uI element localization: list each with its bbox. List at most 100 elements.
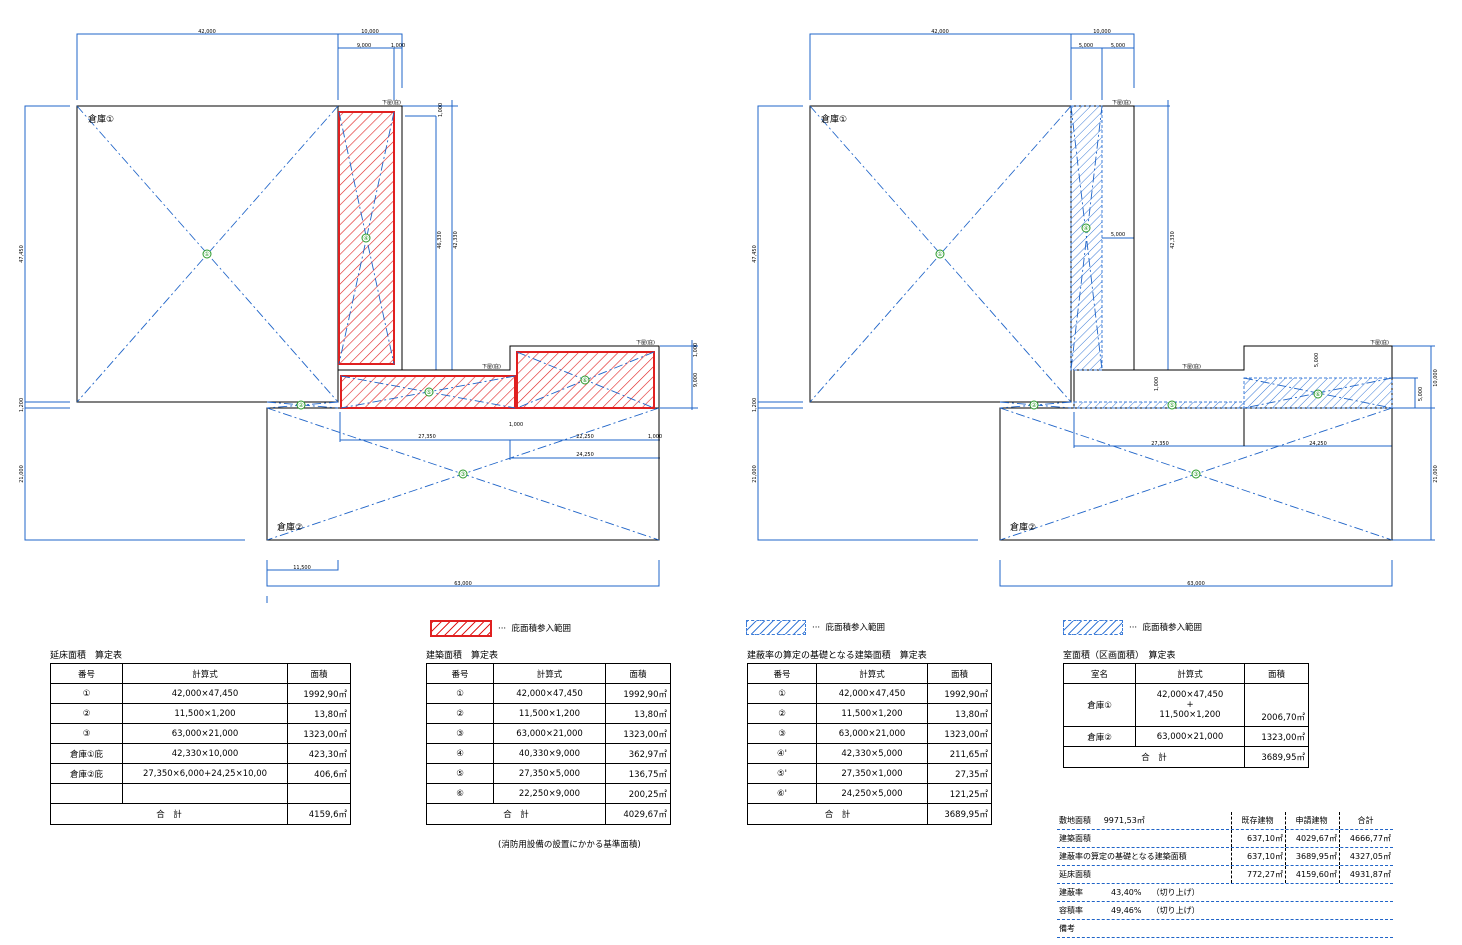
dim-text: 1,000	[1154, 377, 1160, 391]
node-label-6: ⑥	[582, 377, 587, 384]
site-summary-table: 敷地面積 9971,53㎡ 既存建物 申請建物 合計 建築面積 637,10㎡ …	[1057, 812, 1393, 938]
table-header: 番号	[747, 663, 817, 684]
site-area-value: 9971,53㎡	[1103, 816, 1145, 825]
remarks-row: 備考	[1057, 920, 1393, 938]
dim-text: 10,000	[1093, 29, 1111, 35]
legend-red: ··· 庇面積参入範囲	[430, 620, 571, 637]
room-area-table: 室名計算式面積 倉庫① 42,000×47,450+11,500×1,200 2…	[1063, 663, 1309, 768]
table-header: 番号	[426, 663, 494, 684]
eave-label: 下屋(庇)	[382, 99, 401, 106]
dim-text: 42,330	[453, 231, 459, 249]
node-1	[935, 249, 945, 259]
table-header: 室名	[1063, 663, 1136, 684]
dim-text: 1,000	[438, 103, 444, 117]
warehouse-2-label: 倉庫②	[277, 521, 303, 533]
legend-dots: ···	[812, 623, 821, 633]
node-label-5: ⑤	[426, 389, 431, 396]
node-4	[1081, 223, 1091, 233]
node-6	[580, 375, 590, 385]
summary-row: 建築面積 637,10㎡ 4029,67㎡ 4666,77㎡	[1057, 830, 1393, 848]
eave-label: 下屋(庇)	[636, 339, 655, 346]
dim-text: 5,000	[1314, 353, 1320, 367]
node-label-5: ⑤	[1169, 402, 1174, 409]
dim-text: 24,250	[1309, 441, 1327, 447]
summary-row: 延床面積 772,27㎡ 4159,60㎡ 4931,87㎡	[1057, 866, 1393, 884]
table-header: 番号	[50, 663, 123, 684]
node-label-1: ①	[937, 251, 942, 258]
dim-text: 10,000	[1433, 369, 1439, 387]
legend-dots: ···	[498, 624, 507, 634]
col-header: 申請建物	[1285, 812, 1339, 829]
dim-text: 22,250	[576, 434, 594, 440]
node-5	[1167, 400, 1177, 410]
node-4	[361, 233, 371, 243]
table-title: 建築面積 算定表	[426, 651, 499, 661]
eave-label: 下屋(庇)	[1182, 363, 1201, 370]
node-label-4: ④	[1083, 225, 1088, 232]
table-header: 面積	[1244, 663, 1309, 684]
dim-text: 1,200	[19, 398, 25, 412]
eave-label: 下屋(庇)	[1112, 99, 1131, 106]
node-2	[1029, 400, 1039, 410]
node-label-3: ③	[460, 471, 465, 478]
dim-text: 47,450	[19, 245, 25, 263]
site-area-label: 敷地面積	[1059, 816, 1091, 825]
dim-text: 63,000	[454, 581, 472, 587]
summary-row: 建蔽率の算定の基礎となる建築面積 637,10㎡ 3689,95㎡ 4327,0…	[1057, 848, 1393, 866]
dim-text: 42,000	[198, 29, 216, 35]
dim-text: 5,000	[1111, 232, 1125, 238]
dim-text: 1,000	[693, 343, 699, 357]
dim-text: 24,250	[576, 452, 594, 458]
table-row: 倉庫① 42,000×47,450+11,500×1,200 2006,70㎡	[1063, 683, 1309, 727]
node-label-1: ①	[204, 251, 209, 258]
col-header: 合計	[1339, 812, 1393, 829]
node-3	[1191, 469, 1201, 479]
table-header: 計算式	[122, 663, 288, 684]
legend-text: 庇面積参入範囲	[511, 624, 572, 634]
node-label-3: ③	[1193, 471, 1198, 478]
plan-left: ① ② ③ ④ ⑤ ⑥ 倉庫① 倉庫② 下屋(庇) 下屋(庇) 下屋(庇) 42…	[19, 29, 699, 603]
node-1	[202, 249, 212, 259]
summary-header-row: 敷地面積 9971,53㎡ 既存建物 申請建物 合計	[1057, 812, 1393, 830]
eave-label: 下屋(庇)	[482, 363, 501, 370]
node-6	[1313, 389, 1323, 399]
table-title: 室面積（区画面積） 算定表	[1063, 651, 1176, 661]
dim-text: 1,200	[752, 398, 758, 412]
floor-area-ratio-row: 容積率 49,46% （切り上げ）	[1057, 902, 1393, 920]
table-note: (消防用設備の設置にかかる基準面積)	[498, 840, 641, 850]
dim-text: 5,000	[1418, 387, 1424, 401]
dim-text: 63,000	[1187, 581, 1205, 587]
dim-text: 9,000	[693, 373, 699, 387]
table-header: 面積	[605, 663, 671, 684]
dim-text: 10,000	[361, 29, 379, 35]
table-title: 延床面積 算定表	[50, 651, 123, 661]
legend-dots: ···	[1129, 623, 1138, 633]
legend-blue-1: ··· 庇面積参入範囲	[746, 620, 885, 635]
table-row	[50, 783, 351, 804]
node-3	[458, 469, 468, 479]
legend-text: 庇面積参入範囲	[1142, 623, 1203, 633]
legend-text: 庇面積参入範囲	[825, 623, 886, 633]
dim-text: 9,000	[357, 43, 371, 49]
node-5	[424, 387, 434, 397]
dim-text: 46,330	[437, 231, 443, 249]
